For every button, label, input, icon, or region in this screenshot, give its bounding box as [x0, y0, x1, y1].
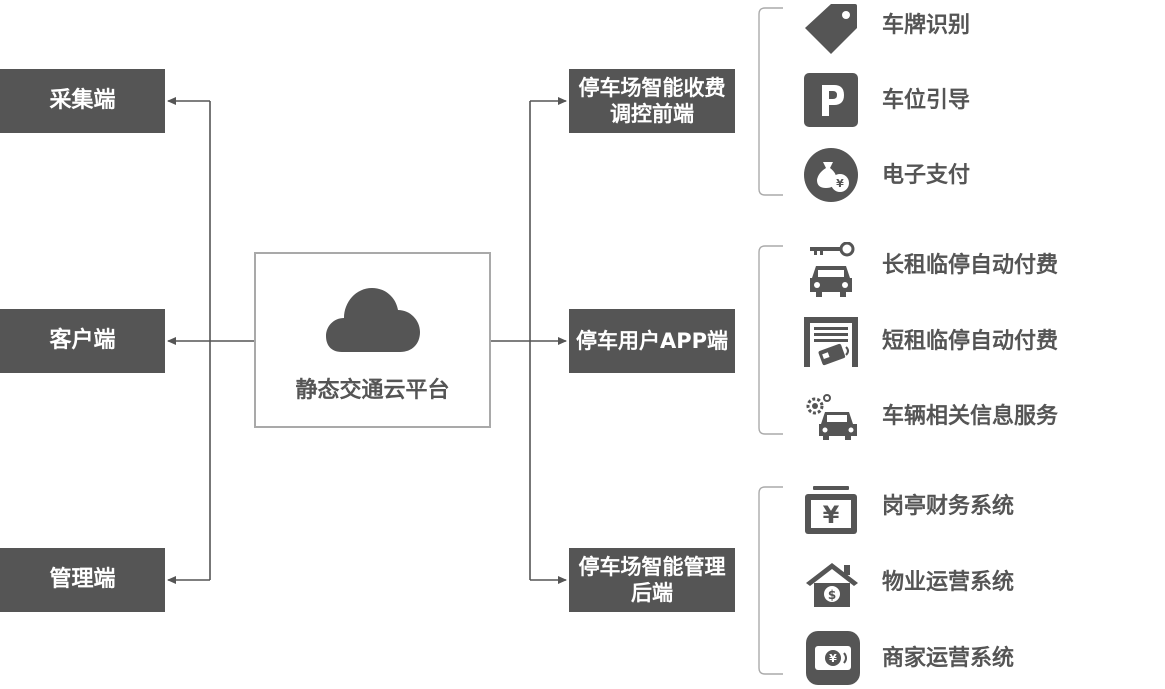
parking-icon: [804, 73, 858, 127]
money-bag-icon: ¥: [804, 148, 858, 202]
item-short-rent-autopay: 短租临停自动付费: [882, 329, 1059, 354]
node-guanli: 管理端: [0, 548, 165, 612]
yen-register-icon: ¥: [805, 486, 857, 534]
item-parking-guidance: 车位引导: [882, 88, 971, 113]
car-gear-icon: [806, 394, 857, 440]
bracket-group-3: [758, 486, 783, 675]
item-plate-recognition: 车牌识别: [882, 13, 971, 38]
node-caiji: 采集端: [0, 69, 165, 133]
yen-coupon-icon: ¥: [806, 631, 860, 685]
item-vehicle-info-service: 车辆相关信息服务: [882, 404, 1059, 429]
house-dollar-icon: $: [806, 563, 858, 607]
svg-text:¥: ¥: [836, 177, 844, 190]
center-label: 静态交通云平台: [295, 378, 450, 403]
item-property-operation: 物业运营系统: [882, 570, 1015, 595]
svg-text:$: $: [828, 588, 836, 602]
center-platform: 静态交通云平台: [254, 252, 491, 428]
bracket-group-2: [758, 245, 783, 435]
node-guanli-label: 管理端: [49, 567, 116, 592]
node-kehu-label: 客户端: [49, 328, 116, 353]
car-key-icon: [810, 242, 855, 297]
garage-card-icon: [804, 317, 858, 367]
item-long-rent-autopay: 长租临停自动付费: [882, 253, 1059, 278]
node-kehu: 客户端: [0, 309, 165, 373]
node-app-label: 停车用户APP端: [575, 329, 729, 353]
svg-text:¥: ¥: [823, 501, 840, 529]
node-app: 停车用户APP端: [569, 309, 735, 373]
bracket-group-1: [758, 7, 783, 196]
node-back-label: 停车场智能管理后端: [578, 555, 726, 605]
svg-text:¥: ¥: [829, 652, 837, 665]
item-merchant-operation: 商家运营系统: [882, 646, 1015, 671]
item-booth-finance: 岗亭财务系统: [882, 494, 1015, 519]
node-front-label: 停车场智能收费调控前端: [578, 76, 726, 126]
cloud-icon: [326, 288, 420, 352]
node-caiji-label: 采集端: [49, 88, 116, 113]
node-back: 停车场智能管理后端: [569, 548, 735, 612]
tag-icon: [805, 4, 857, 54]
item-e-payment: 电子支付: [882, 163, 971, 188]
node-front: 停车场智能收费调控前端: [569, 69, 735, 133]
